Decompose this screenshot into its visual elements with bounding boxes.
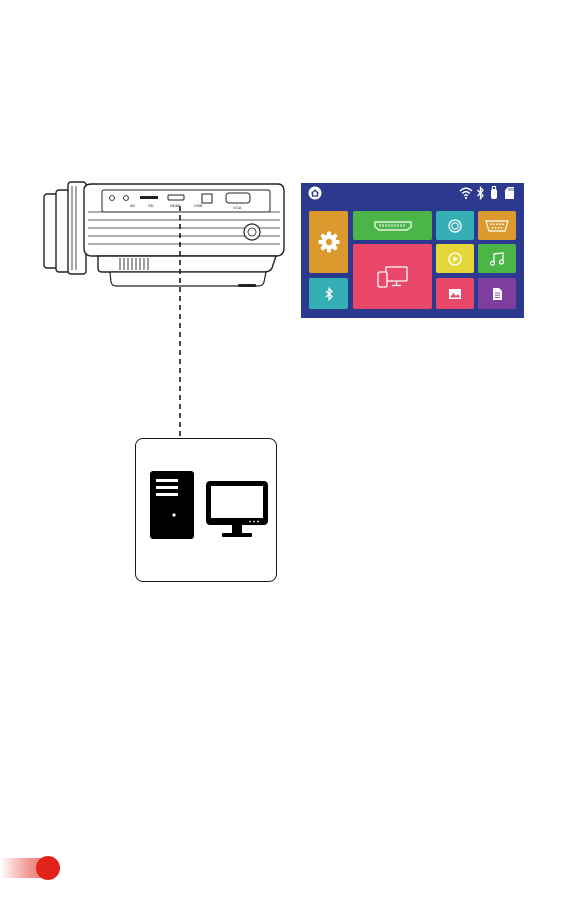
page-number-badge	[0, 855, 62, 881]
document-icon	[492, 287, 503, 301]
wifi-icon	[459, 186, 473, 200]
tile-document[interactable]	[478, 278, 516, 309]
tile-settings[interactable]	[309, 211, 348, 273]
tile-photo[interactable]	[436, 278, 474, 309]
sd-card-icon	[504, 186, 515, 200]
bluetooth-icon	[476, 186, 485, 200]
tile-bluetooth[interactable]	[309, 278, 348, 309]
av-icon	[448, 219, 462, 233]
port-label-usb: USB	[194, 203, 203, 208]
mirror-icon	[377, 266, 409, 288]
gear-icon	[318, 231, 340, 253]
projector-lens	[44, 182, 86, 274]
source-device-box	[135, 438, 277, 582]
home-icon[interactable]	[307, 186, 323, 200]
play-icon	[448, 252, 462, 266]
projector-illustration: AV SD HDMI USB VGA	[40, 176, 290, 288]
music-icon	[489, 252, 505, 266]
bluetooth-icon	[324, 287, 334, 301]
usb-icon	[490, 186, 498, 200]
tile-av[interactable]	[436, 211, 474, 240]
tile-screen-mirror[interactable]	[353, 244, 432, 309]
vga-icon	[484, 220, 510, 232]
computer-tower-icon	[150, 471, 194, 539]
tile-video[interactable]	[436, 244, 474, 273]
port-label-av: AV	[130, 203, 135, 208]
tile-vga[interactable]	[478, 211, 516, 240]
projector-body	[84, 184, 284, 287]
hdmi-icon	[374, 221, 412, 231]
pc-illustration	[146, 469, 270, 549]
projector-home-screen	[301, 183, 524, 318]
monitor-icon	[206, 481, 268, 537]
hdmi-cable-line	[177, 206, 183, 442]
port-label-sd: SD	[148, 203, 154, 208]
tile-hdmi[interactable]	[353, 211, 432, 240]
tile-music[interactable]	[478, 244, 516, 273]
photo-icon	[448, 288, 462, 300]
port-label-vga: VGA	[233, 205, 242, 210]
